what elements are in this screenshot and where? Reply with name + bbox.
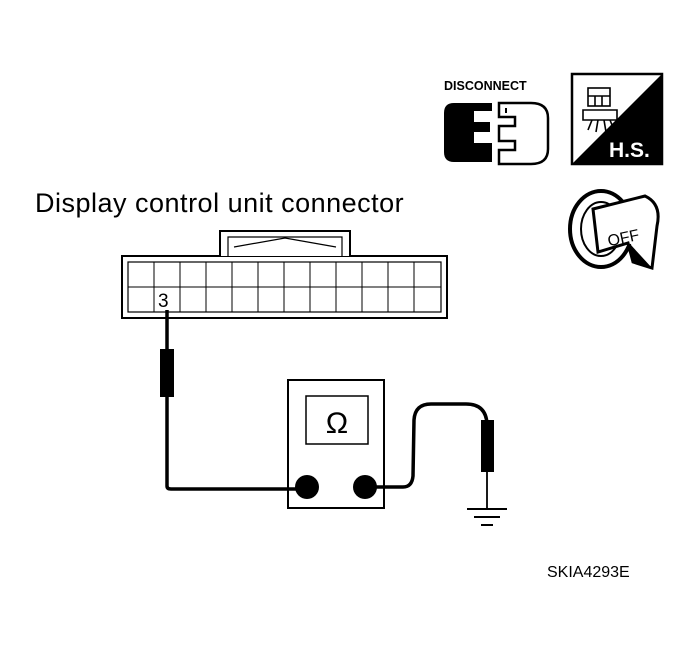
figure-code: SKIA4293E (547, 564, 630, 581)
disconnect-label: DISCONNECT (444, 79, 527, 93)
display-control-unit-connector: 3 (121, 230, 448, 319)
probe-lead-ground (372, 402, 494, 508)
meter-terminal-right (353, 475, 377, 499)
ignition-off-icon: OFF (568, 189, 660, 270)
hs-label: H.S. (609, 139, 650, 162)
pin-3-label: 3 (158, 291, 169, 312)
ohmmeter: Ω (287, 379, 385, 509)
off-label: OFF (606, 227, 641, 250)
ohm-symbol: Ω (326, 407, 348, 440)
connector-title: Display control unit connector (35, 188, 404, 218)
probe-lead-pin-3 (160, 310, 300, 491)
disconnect-icon: DISCONNECT (444, 79, 550, 166)
harness-sensor-icon: H.S. (570, 72, 664, 166)
ground-symbol (467, 508, 507, 526)
meter-terminal-left (295, 475, 319, 499)
